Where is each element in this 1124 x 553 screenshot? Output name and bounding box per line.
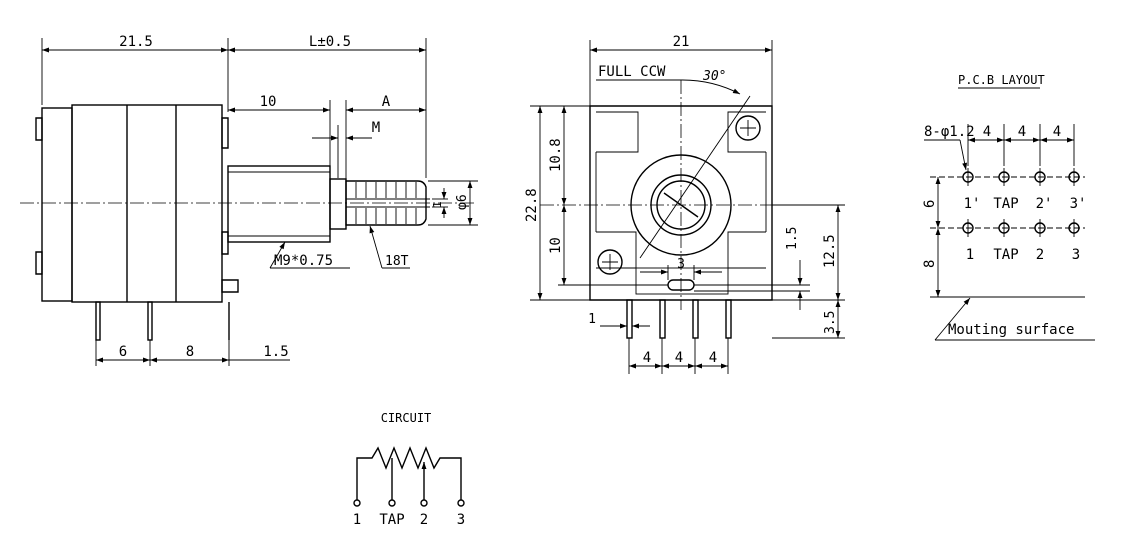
bottom-label-2: 2: [1036, 247, 1044, 263]
bottom-label-3: 3: [1072, 247, 1080, 263]
dim-front-width: 21: [589, 34, 773, 106]
side-leaders: M9*0.75 18T: [269, 225, 410, 269]
circuit-pin-3: 3: [457, 512, 465, 528]
bottom-label-tap: TAP: [993, 247, 1018, 263]
pin-width: 1: [588, 312, 596, 327]
serration: 18T: [385, 254, 409, 269]
side-shaft: [329, 178, 430, 230]
pcb-pitch-dims: 4 4 4 8-φ1.2: [924, 124, 1075, 171]
circuit-pin-tap: TAP: [379, 512, 404, 528]
pcb-pitch-2: 4: [1018, 124, 1026, 140]
pcb-row-spacing: 6: [922, 200, 938, 208]
dim-shaft-dia-label: φ6: [455, 194, 470, 210]
dim-height: 22.8: [524, 188, 540, 222]
mount-height: 12.5: [822, 234, 838, 268]
rotation-indicator: FULL CCW 30°: [596, 64, 741, 95]
dim-front-pitch: 4 4 4: [628, 338, 729, 374]
side-bushing: [227, 165, 331, 243]
dim-front-right: 1.5 12.5 3.5: [694, 204, 845, 339]
pcb-pitch-3: 4: [1053, 124, 1061, 140]
top-label-2: 2': [1036, 196, 1053, 212]
dim-front-left: 22.8 10.8 10: [524, 105, 668, 301]
dim-m: M: [372, 120, 380, 136]
pin-pitch-1: 4: [643, 350, 651, 366]
dim-body-length: 21.5: [119, 34, 153, 50]
circuit-diagram: CIRCUIT 1 TAP 2 3: [353, 411, 465, 528]
pin-pitch-2: 4: [675, 350, 683, 366]
rotation-angle: 30°: [702, 69, 726, 84]
dim-knurl-length: A: [382, 94, 391, 110]
top-label-tap: TAP: [993, 196, 1018, 212]
slot-offset: 1.5: [785, 227, 800, 250]
circuit-pin-2: 2: [420, 512, 428, 528]
hole-spec: 8-φ1.2: [924, 124, 975, 140]
pcb-pitch-1: 4: [983, 124, 991, 140]
dim-pin-spacing-1: 6: [119, 344, 127, 360]
side-body: [35, 104, 239, 303]
screw-icon: [597, 115, 761, 275]
dim-thread-length: 10: [260, 94, 277, 110]
dim-upper: 10.8: [548, 138, 564, 172]
top-label-1: 1': [964, 196, 981, 212]
pcb-layout: P.C.B LAYOUT 4 4 4 8-φ1.2: [922, 73, 1095, 341]
top-label-3: 3': [1070, 196, 1087, 212]
side-pins: [95, 301, 230, 341]
dim-lower: 10: [548, 237, 564, 254]
pin-length: 3.5: [823, 311, 838, 334]
dim-pin-offset: 1.5: [263, 344, 288, 360]
dim-shaft-dia: φ6 1: [428, 180, 478, 226]
dim-thread: 10 A M: [228, 94, 426, 180]
side-view: 21.5 L±0.5 10 A M φ6 1: [20, 34, 478, 366]
dim-shaft-length: L±0.5: [309, 34, 351, 50]
dim-bottom-side: 6 8 1.5: [95, 340, 290, 366]
dim-pin-spacing-2: 8: [186, 344, 194, 360]
circuit-pin-1: 1: [353, 512, 361, 528]
pcb-vertical-dims: 6 8 Mouting surface: [922, 177, 1095, 341]
surface-label: Mouting surface: [948, 322, 1074, 338]
pcb-to-surface: 8: [922, 260, 938, 268]
front-pins: 1: [588, 299, 732, 339]
dim-top-side: 21.5 L±0.5: [41, 34, 427, 178]
dim-slot-label: 1: [431, 201, 444, 208]
dim-slot-width: 3: [640, 257, 722, 280]
dim-width: 21: [673, 34, 690, 50]
rotation-label: FULL CCW: [598, 64, 666, 80]
circuit-title: CIRCUIT: [381, 411, 432, 425]
front-shaft: [630, 95, 751, 259]
pcb-title: P.C.B LAYOUT: [958, 73, 1045, 87]
front-view: FULL CCW 30° 21 22.8 10.8 10: [524, 34, 845, 374]
pin-pitch-3: 4: [709, 350, 717, 366]
thread-spec: M9*0.75: [274, 253, 333, 269]
bottom-label-1: 1: [966, 247, 974, 263]
slot-width: 3: [677, 257, 685, 272]
pcb-holes: 1' TAP 2' 3' 1 TAP 2 3: [930, 168, 1086, 263]
